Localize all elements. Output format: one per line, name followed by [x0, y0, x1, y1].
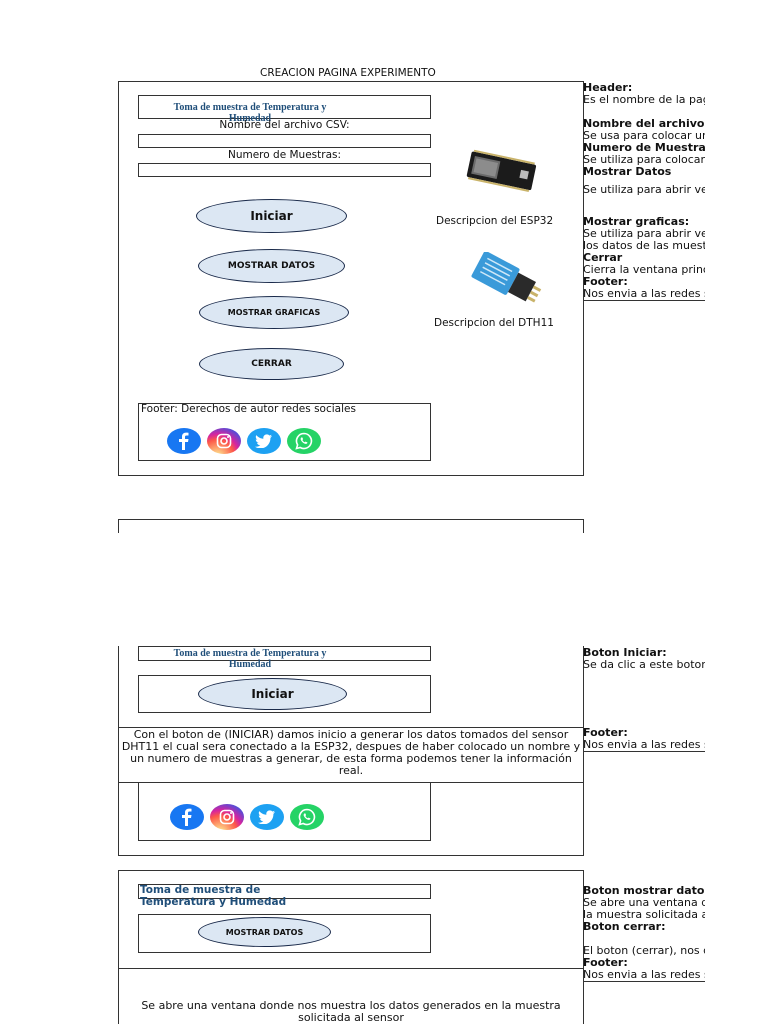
note-mostrar-text: Se utiliza para abrir ve [583, 183, 705, 196]
note-footer-text-2: Nos envia a las redes s [583, 738, 705, 752]
notes-panel-2: Boton Iniciar: Se da clic a este boton F… [583, 647, 705, 752]
twitter-icon[interactable] [247, 428, 281, 454]
social-icons-2 [170, 804, 324, 830]
mostrar-frame-3 [138, 914, 431, 953]
note-cerrar-text-3: El boton (cerrar), nos c [583, 944, 705, 957]
note-mostrar-heading-3: Boton mostrar datos [583, 885, 705, 897]
mockup-main-frame [118, 81, 584, 476]
note-mostrar-text-3a: Se abre una ventana d [583, 896, 705, 909]
dht11-image [462, 250, 542, 312]
samples-label: Numero de Muestras: [227, 149, 342, 161]
note-csv-heading: Nombre del archivo [583, 117, 705, 130]
iniciar-description: Con el boton de (INICIAR) damos inicio a… [121, 728, 581, 777]
csv-label: Nombre del archivo CSV: [219, 119, 350, 131]
note-samples-heading: Numero de Muestras [583, 141, 705, 154]
note-cerrar-heading: Cerrar [583, 251, 623, 264]
header-box-3 [138, 884, 431, 899]
note-mostrar-text-3b: la muestra solicitada a [583, 908, 705, 921]
header-title: Toma de muestra de Temperatura y Humedad [173, 102, 327, 124]
note-iniciar-heading: Boton Iniciar: [583, 647, 667, 659]
whatsapp-icon[interactable] [290, 804, 324, 830]
cerrar-button[interactable]: CERRAR [199, 348, 344, 380]
section-divider-2a [118, 727, 584, 728]
section-divider-2b [118, 782, 584, 783]
note-graficas-text-1: Se utiliza para abrir ve [583, 227, 705, 240]
esp32-image [462, 148, 542, 198]
header-box [138, 95, 431, 119]
cutoff-frame [118, 519, 584, 533]
note-iniciar-text: Se da clic a este boton [583, 658, 705, 671]
note-cerrar-text: Cierra la ventana princ [583, 263, 705, 276]
mockup-3-frame [118, 870, 584, 1024]
note-footer-heading-3: Footer: [583, 956, 628, 969]
samples-input[interactable] [138, 163, 431, 177]
csv-input[interactable] [138, 134, 431, 148]
iniciar-button[interactable]: Iniciar [196, 199, 347, 233]
esp32-caption: Descripcion del ESP32 [436, 215, 554, 227]
header-box-2 [138, 646, 431, 661]
notes-panel-1: Header: Es el nombre de la pag Nombre de… [583, 82, 705, 301]
twitter-icon[interactable] [250, 804, 284, 830]
note-header-heading: Header: [583, 82, 633, 94]
facebook-icon[interactable] [167, 428, 201, 454]
iniciar-button-2[interactable]: Iniciar [198, 678, 347, 710]
note-footer-text-3: Nos envia a las redes s [583, 968, 705, 982]
notes-panel-3: Boton mostrar datos Se abre una ventana … [583, 885, 705, 982]
mostrar-datos-button-3[interactable]: MOSTRAR DATOS [198, 917, 331, 947]
note-graficas-text-2: los datos de las muest [583, 239, 705, 252]
note-graficas-heading: Mostrar graficas: [583, 215, 690, 228]
page-title: CREACION PAGINA EXPERIMENTO [260, 67, 436, 79]
note-samples-text: Se utiliza para colocar [583, 153, 705, 166]
section-divider-3 [118, 968, 584, 969]
note-footer-heading: Footer: [583, 275, 628, 288]
note-header-text: Es el nombre de la pag [583, 93, 705, 106]
note-footer-text: Nos envia a las redes s [583, 287, 705, 301]
mostrar-graficas-button[interactable]: MOSTRAR GRAFICAS [199, 296, 349, 329]
mostrar-description: Se abre una ventana donde nos muestra lo… [141, 999, 561, 1024]
mostrar-datos-button[interactable]: MOSTRAR DATOS [198, 249, 345, 283]
note-mostrar-heading: Mostrar Datos [583, 165, 672, 178]
note-csv-text: Se usa para colocar un [583, 129, 705, 142]
header-title-3: Toma de muestra de Temperatura y Humedad [140, 884, 287, 908]
footer-box [138, 403, 431, 461]
footer-box-2 [138, 782, 431, 841]
iniciar-frame-2 [138, 675, 431, 713]
dht11-caption: Descripcion del DTH11 [434, 317, 554, 329]
note-footer-heading-2: Footer: [583, 726, 628, 739]
footer-text: Footer: Derechos de autor redes sociales [141, 403, 356, 415]
facebook-icon[interactable] [170, 804, 204, 830]
note-cerrar-heading-3: Boton cerrar: [583, 920, 666, 933]
whatsapp-icon[interactable] [287, 428, 321, 454]
instagram-icon[interactable] [207, 428, 241, 454]
social-icons [167, 428, 321, 454]
instagram-icon[interactable] [210, 804, 244, 830]
header-title-2: Toma de muestra de Temperatura y Humedad [173, 648, 327, 670]
